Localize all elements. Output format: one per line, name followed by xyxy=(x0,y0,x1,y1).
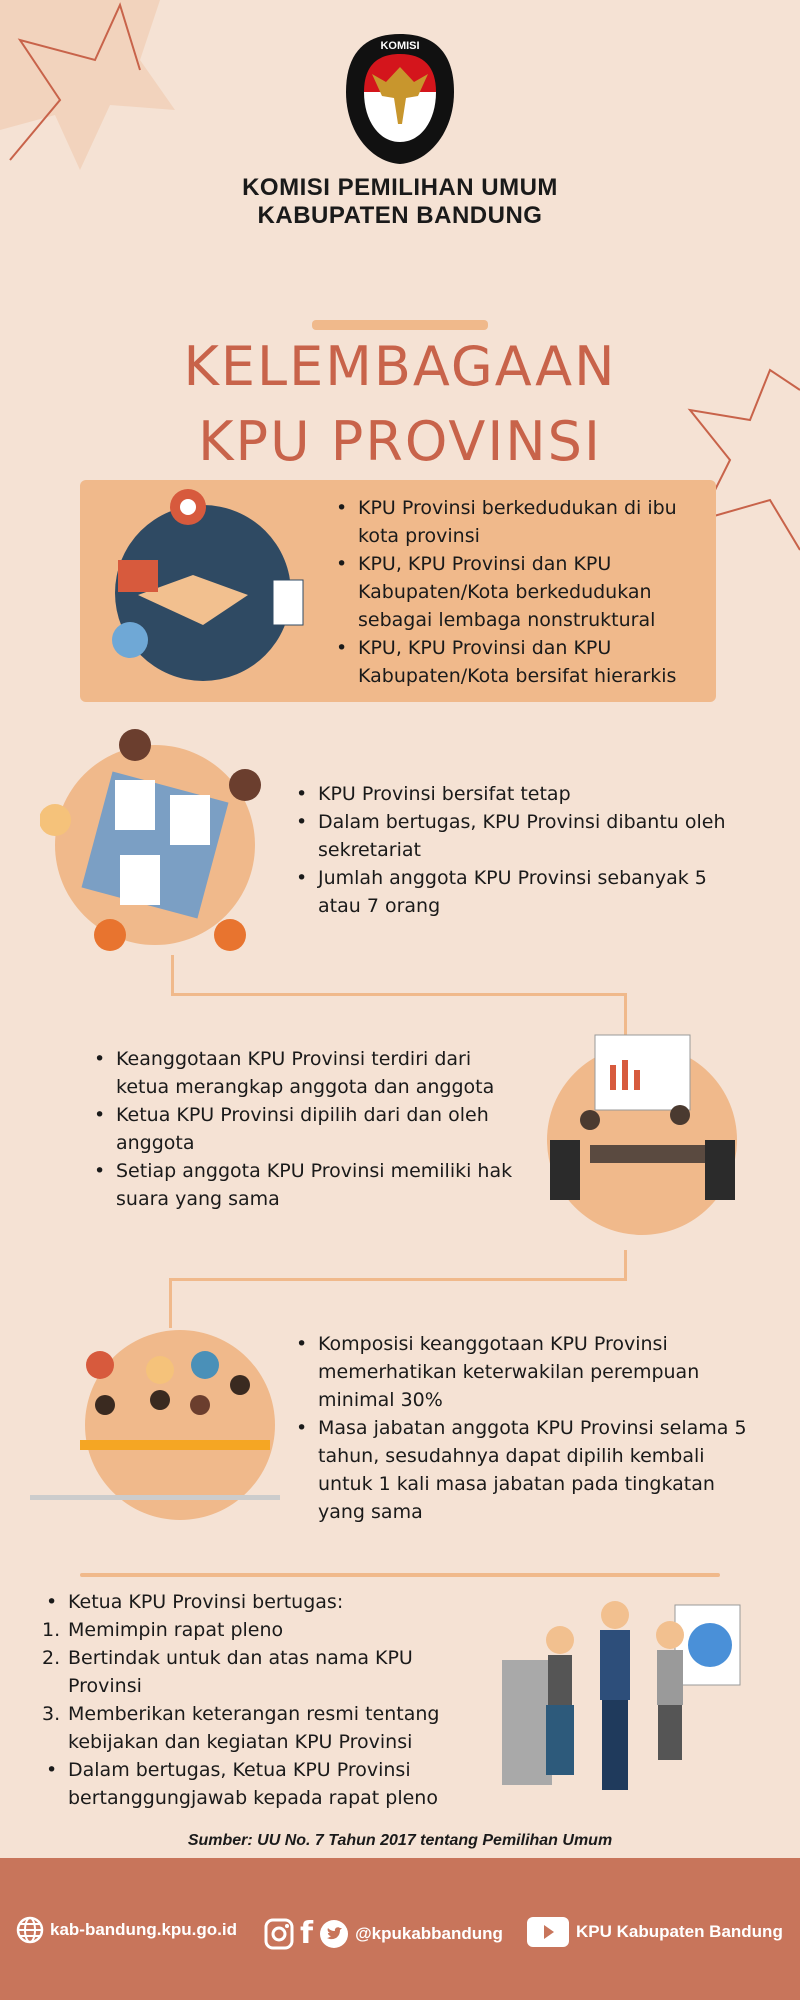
kpu-logo: KOMISI xyxy=(344,32,456,166)
handshake-illustration xyxy=(112,489,304,681)
page-title-line-1: KELEMBAGAAN xyxy=(183,335,617,398)
item-number: 1. xyxy=(42,1619,61,1641)
decorative-star-outline xyxy=(687,368,800,551)
list-item: Komposisi keanggotaan KPU Provinsi memer… xyxy=(292,1330,762,1414)
list-item: Keanggotaan KPU Provinsi terdiri dari ke… xyxy=(90,1045,520,1101)
section-4-list: Komposisi keanggotaan KPU Provinsi memer… xyxy=(292,1330,762,1526)
connector-line xyxy=(624,993,627,1048)
numbered-item: 1. Memimpin rapat pleno xyxy=(42,1616,482,1644)
globe-icon xyxy=(16,1916,44,1944)
svg-text:KOMISI: KOMISI xyxy=(380,40,419,52)
list-item: Jumlah anggota KPU Provinsi sebanyak 5 a… xyxy=(292,864,732,920)
list-item: KPU, KPU Provinsi dan KPU Kabupaten/Kota… xyxy=(332,634,712,690)
list-item: Masa jabatan anggota KPU Provinsi selama… xyxy=(292,1414,762,1526)
list-item: KPU Provinsi berkedudukan di ibu kota pr… xyxy=(332,494,712,550)
list-item: KPU Provinsi bersifat tetap xyxy=(292,780,732,808)
connector-line xyxy=(169,1278,172,1328)
numbered-item: 2. Bertindak untuk dan atas nama KPU Prov… xyxy=(42,1644,482,1700)
list-item: Ketua KPU Provinsi dipilih dari dan oleh… xyxy=(90,1101,520,1157)
page-title-line-2: KPU PROVINSI xyxy=(198,410,602,473)
list-item: Ketua KPU Provinsi bertugas: xyxy=(42,1588,482,1616)
connector-line xyxy=(624,1250,627,1280)
social-link[interactable]: f @kpukabbandung xyxy=(264,1916,503,1951)
boardroom-meeting-illustration xyxy=(547,1034,737,1235)
connector-line xyxy=(171,993,627,996)
decorative-star-shape xyxy=(0,0,175,170)
source-citation: Sumber: UU No. 7 Tahun 2017 tentang Pemi… xyxy=(187,1832,613,1849)
youtube-link[interactable]: KPU Kabupaten Bandung xyxy=(526,1916,783,1948)
org-line-1: KOMISI PEMILIHAN UMUM xyxy=(242,174,558,201)
title-accent-bar xyxy=(312,320,488,330)
item-text: Memimpin rapat pleno xyxy=(68,1619,284,1641)
presenters-illustration xyxy=(502,1601,741,1790)
facebook-icon: f xyxy=(300,1916,314,1951)
section-5-list: Ketua KPU Provinsi bertugas: 1. Memimpin … xyxy=(42,1588,482,1812)
item-number: 2. xyxy=(42,1647,61,1669)
org-line-2: KABUPATEN BANDUNG xyxy=(257,202,543,229)
team-discussion-illustration xyxy=(30,1330,280,1520)
list-item: Setiap anggota KPU Provinsi memiliki hak… xyxy=(90,1157,520,1213)
connector-line xyxy=(169,1278,627,1281)
section-1-list: KPU Provinsi berkedudukan di ibu kota pr… xyxy=(332,494,712,690)
list-item: KPU, KPU Provinsi dan KPU Kabupaten/Kota… xyxy=(332,550,712,634)
social-handle-text: @kpukabbandung xyxy=(355,1923,503,1943)
youtube-channel-text: KPU Kabupaten Bandung xyxy=(576,1922,783,1941)
item-number: 3. xyxy=(42,1703,61,1725)
numbered-item: 3. Memberikan keterangan resmi tentang ke… xyxy=(42,1700,482,1756)
youtube-icon xyxy=(527,1917,569,1947)
website-text: kab-bandung.kpu.go.id xyxy=(50,1920,237,1939)
instagram-icon xyxy=(264,1918,294,1949)
section-divider xyxy=(80,1573,720,1577)
footer xyxy=(0,1858,800,2000)
section-2-list: KPU Provinsi bersifat tetap Dalam bertug… xyxy=(292,780,732,920)
list-item: Dalam bertugas, KPU Provinsi dibantu ole… xyxy=(292,808,732,864)
connector-line xyxy=(171,955,174,995)
twitter-icon xyxy=(320,1919,349,1948)
list-item: Dalam bertugas, Ketua KPU Provinsi berta… xyxy=(42,1756,482,1812)
team-meeting-topdown-illustration xyxy=(40,729,261,951)
item-text: Memberikan keterangan resmi tentang kebi… xyxy=(68,1703,440,1753)
item-text: Bertindak untuk dan atas nama KPU Provin… xyxy=(68,1647,413,1697)
section-3-list: Keanggotaan KPU Provinsi terdiri dari ke… xyxy=(90,1045,520,1213)
website-link[interactable]: kab-bandung.kpu.go.id xyxy=(16,1916,237,1944)
